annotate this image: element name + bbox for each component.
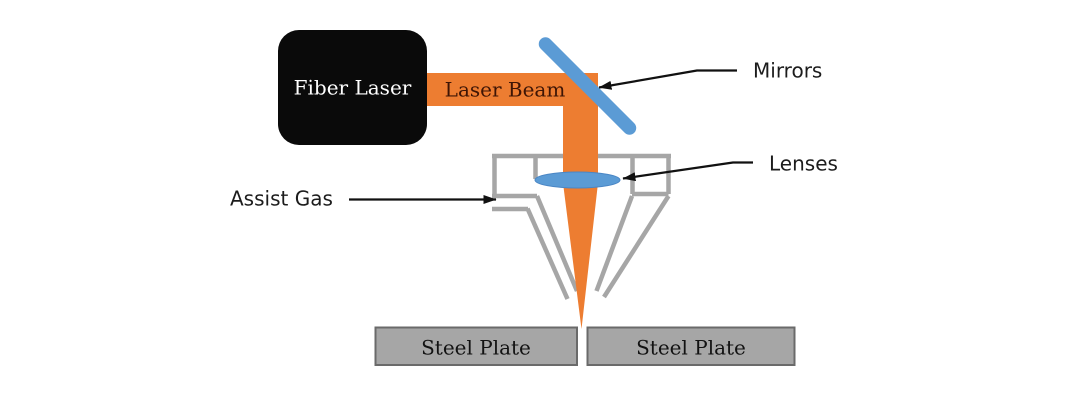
fiber-laser-box xyxy=(278,30,427,145)
steel-plate-right-label: Steel Plate xyxy=(636,336,746,360)
steel-plate-left xyxy=(374,326,578,366)
steel-plate-left-label: Steel Plate xyxy=(421,336,531,360)
nozzle-left-outer-cone xyxy=(525,207,570,300)
mirrors-arrow xyxy=(598,69,737,90)
laser-beam-label: Laser Beam xyxy=(445,78,566,102)
fiber-laser-label: Fiber Laser xyxy=(294,76,412,100)
steel-plate-right xyxy=(586,326,796,366)
nozzle-right-outer-cone xyxy=(602,194,671,299)
assist-gas-label: Assist Gas xyxy=(230,187,333,211)
nozzle-right-inner-cone xyxy=(594,195,635,292)
lenses-label: Lenses xyxy=(769,152,838,176)
mirrors-label: Mirrors xyxy=(753,59,822,83)
mirror-bar xyxy=(538,37,637,135)
callout-arrows xyxy=(349,69,753,204)
laser-beam-shape xyxy=(427,73,598,329)
lens-ellipse xyxy=(534,171,621,189)
nozzle-left-inner-cone xyxy=(534,195,580,292)
lenses-arrow xyxy=(622,161,753,182)
cutting-head-nozzle xyxy=(492,153,671,300)
